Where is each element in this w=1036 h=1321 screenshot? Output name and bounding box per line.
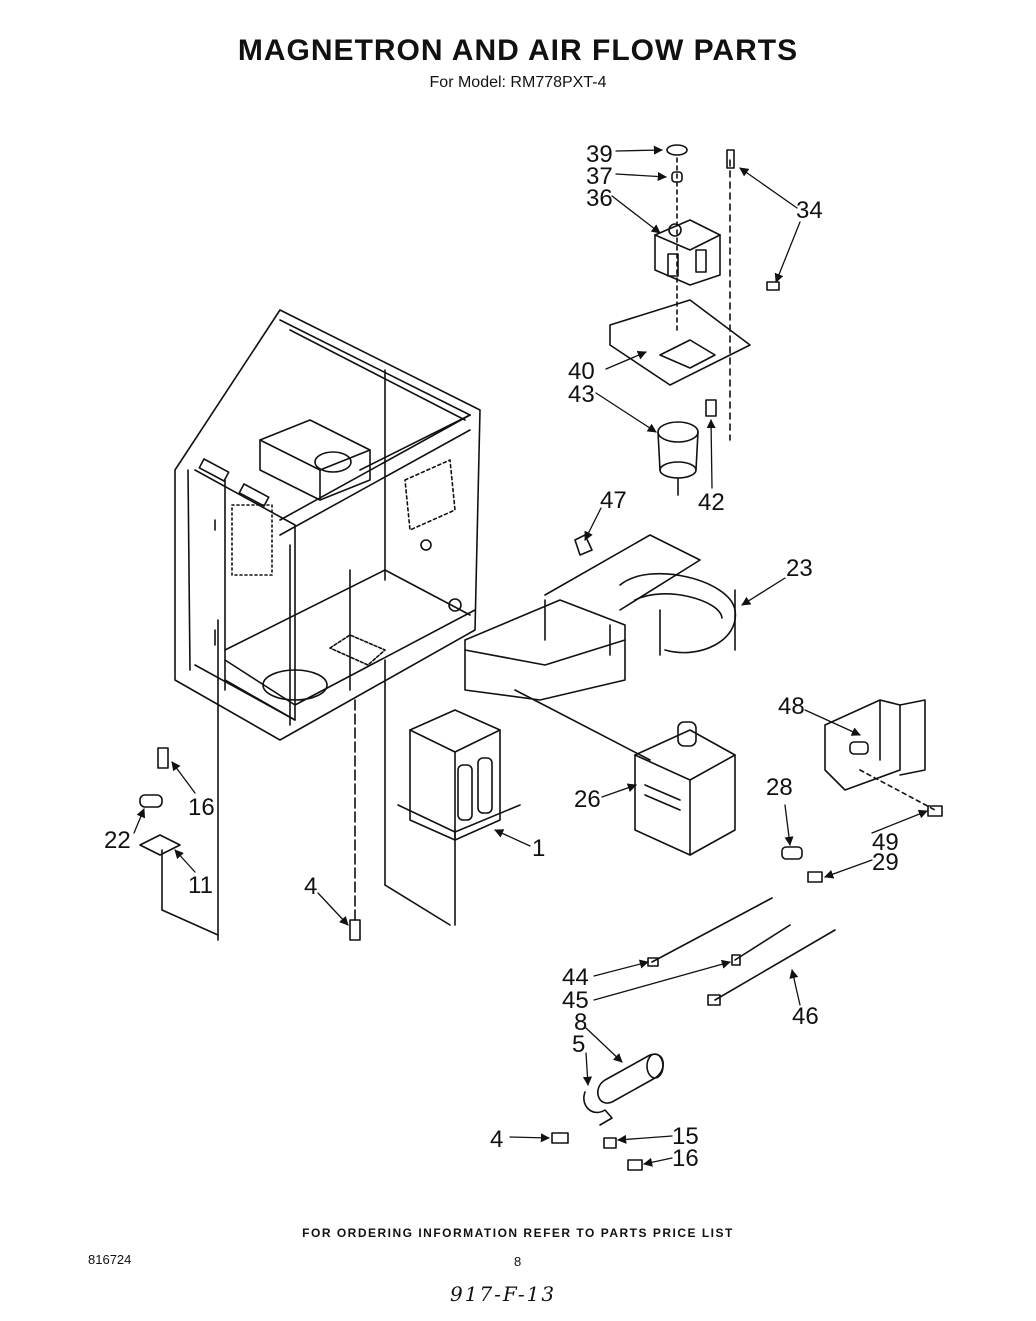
fan-motor xyxy=(654,219,721,286)
callout-45: 45 xyxy=(562,987,589,1014)
screw-29 xyxy=(807,871,823,883)
fan-blade xyxy=(657,421,699,496)
air-duct xyxy=(464,534,737,701)
callout-4-upper: 4 xyxy=(304,873,317,900)
screw-34-side xyxy=(766,281,780,291)
callout-47: 47 xyxy=(600,487,627,514)
callout-22: 22 xyxy=(104,827,131,854)
magnetron xyxy=(634,721,736,856)
callout-26: 26 xyxy=(574,786,601,813)
callout-11: 11 xyxy=(188,872,213,899)
callout-15: 15 xyxy=(672,1123,699,1150)
callout-23: 23 xyxy=(786,555,813,582)
fuse-holder-11 xyxy=(139,834,181,856)
page-title: MAGNETRON AND AIR FLOW PARTS xyxy=(237,34,799,67)
screw-49 xyxy=(927,805,943,817)
oven-cabinet xyxy=(174,309,481,741)
callout-labels: 39 37 36 34 40 43 42 47 23 48 16 22 11 1… xyxy=(104,141,899,1172)
callout-16-lower: 16 xyxy=(672,1145,699,1172)
callout-37: 37 xyxy=(586,163,613,190)
callout-46: 46 xyxy=(792,1003,819,1030)
transformer xyxy=(397,709,521,841)
washer-part xyxy=(666,144,688,156)
model-subtitle: For Model: RM778PXT-4 xyxy=(429,74,607,91)
callout-44: 44 xyxy=(562,964,589,991)
screw-4-lower xyxy=(551,1132,569,1144)
callout-49: 49 xyxy=(872,829,899,856)
fuse-22 xyxy=(139,794,163,808)
screw-42 xyxy=(705,399,717,417)
capacitor xyxy=(597,1053,664,1104)
bracket-48 xyxy=(824,699,926,791)
screw-16-lower xyxy=(627,1159,643,1171)
thermal-protector xyxy=(781,846,803,860)
callout-4-lower: 4 xyxy=(490,1126,503,1153)
screw-16-upper xyxy=(157,747,169,769)
callout-40: 40 xyxy=(568,358,595,385)
callout-29: 29 xyxy=(872,849,899,876)
callout-8: 8 xyxy=(574,1009,587,1036)
callout-34: 34 xyxy=(796,197,823,224)
screw-34-top xyxy=(726,149,735,169)
fan-bracket xyxy=(609,299,751,386)
clip-15 xyxy=(603,1137,617,1149)
handwritten-note: 917-F-13 xyxy=(450,1282,557,1306)
capacitor-bracket xyxy=(583,1091,613,1126)
callout-48: 48 xyxy=(778,693,805,720)
page-number: 8 xyxy=(514,1254,522,1269)
screw-4-upper xyxy=(349,919,361,941)
callout-16-upper: 16 xyxy=(188,794,215,821)
callout-43: 43 xyxy=(568,381,595,408)
clip-47 xyxy=(574,534,593,556)
wire-harness-46 xyxy=(707,929,836,1006)
callout-1: 1 xyxy=(532,835,545,862)
callout-42: 42 xyxy=(698,489,725,516)
wire-harness-45 xyxy=(731,924,791,966)
callout-36: 36 xyxy=(586,185,613,212)
callout-5: 5 xyxy=(572,1031,585,1058)
wire-harness-44 xyxy=(647,897,773,967)
document-number: 816724 xyxy=(88,1252,132,1267)
callout-28: 28 xyxy=(766,774,793,801)
callout-39: 39 xyxy=(586,141,613,168)
ordering-note: FOR ORDERING INFORMATION REFER TO PARTS … xyxy=(302,1226,734,1240)
